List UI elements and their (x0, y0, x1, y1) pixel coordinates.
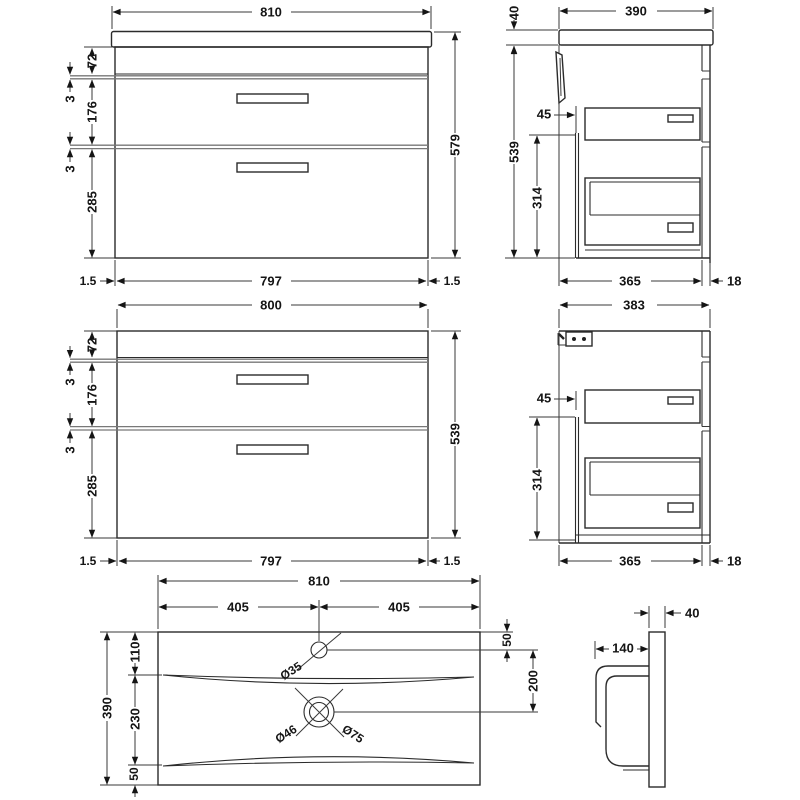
view-side-with-basin: 40 390 539 45 314 365 18 (505, 4, 741, 289)
carcass-front-edge (574, 133, 580, 258)
dimension-lines (100, 575, 537, 797)
basin-edge-slab (648, 631, 666, 788)
view-basin-side: 40 140 (594, 606, 699, 788)
bowl-inner-profile (605, 675, 649, 767)
tap-hole-leader (296, 632, 342, 671)
dim-gap-label: 3 (63, 378, 78, 385)
drawer-inner-detail (589, 461, 700, 496)
back-panel-notches (702, 70, 710, 148)
waste-inner-callout: Ø46 (273, 722, 300, 746)
cabinet-outline (116, 330, 429, 539)
dim-top-rail-label: 72 (85, 338, 100, 352)
dim-width-label: 810 (260, 5, 282, 20)
dimension-lines (529, 301, 723, 566)
drawer-handle (236, 444, 309, 455)
dim-base-depth-label: 365 (619, 274, 641, 289)
wall-bracket (565, 331, 593, 347)
dim-back-zone-label: 50 (127, 767, 141, 781)
drawer-inner-detail (589, 181, 700, 216)
dim-base-depth-label: 365 (619, 554, 641, 569)
drawer-gap-lines (70, 358, 428, 431)
basin-outline (157, 631, 481, 786)
dim-width-label: 810 (308, 574, 330, 589)
dim-inner-width-label: 797 (260, 554, 282, 569)
back-panel-notches (702, 356, 710, 432)
dim-side-gap-label: 1.5 (80, 554, 97, 568)
dim-side-gap-label: 1.5 (444, 274, 461, 288)
view-basin-plan: 810 405 405 110 230 50 390 Ø35 Ø46 Ø75 5… (100, 574, 541, 797)
dimension-lines (594, 606, 681, 659)
dim-top-rail-label: 72 (85, 54, 100, 68)
bracket-screw-hole (582, 337, 586, 341)
dim-back-panel-label: 18 (727, 554, 741, 569)
view-front-with-basin: 810 72 3 176 3 285 579 1.5 797 1.5 (63, 5, 463, 289)
basin-counter-outline (110, 30, 433, 48)
dim-inner-width-label: 797 (260, 274, 282, 289)
dim-tap-offset-label: 50 (500, 633, 514, 647)
drawer-handle (236, 93, 309, 104)
dim-drawer-low-label: 285 (85, 475, 100, 497)
dim-gap-label: 3 (63, 95, 78, 102)
base-rail-lines (576, 527, 710, 536)
drawer-box (584, 457, 701, 529)
basin-back-curve (162, 756, 475, 767)
dimension-lines (66, 6, 461, 286)
counter-side-outline (558, 29, 714, 46)
view-side-unit: 383 45 314 365 18 (529, 298, 741, 569)
dim-counter-thickness-label: 40 (507, 6, 522, 20)
drawer-handle (667, 502, 694, 513)
dim-right-half-label: 405 (388, 600, 410, 615)
dim-width-label: 800 (260, 298, 282, 313)
carcass-front-edge (574, 417, 580, 543)
drawer-box (584, 389, 701, 424)
cabinet-outline (114, 46, 429, 259)
dim-left-half-label: 405 (227, 600, 249, 615)
waste-outer-callout: Ø75 (340, 722, 367, 746)
bracket-screw-hole (572, 337, 576, 341)
waste-hole-cross (294, 687, 345, 738)
drawer-handle (667, 114, 694, 123)
dim-side-gap-label: 1.5 (80, 274, 97, 288)
dimension-lines (505, 7, 723, 286)
dim-front-offset-label: 45 (537, 391, 551, 406)
waste-hole-inner (308, 701, 330, 723)
dimension-lines (66, 301, 461, 566)
dim-side-gap-label: 1.5 (444, 554, 461, 568)
dim-back-panel-label: 18 (727, 274, 741, 289)
hanger-hook-line (557, 333, 566, 346)
drawer-handle (667, 396, 694, 405)
tap-hole-callout: Ø35 (278, 659, 305, 683)
dim-hole-span-label: 200 (526, 670, 541, 692)
drawer-handle (236, 374, 309, 385)
dim-drawer-stack-label: 314 (530, 186, 545, 208)
dim-height-label: 539 (507, 141, 522, 163)
dim-depth-label: 383 (623, 298, 645, 313)
dim-gap-label: 3 (63, 446, 78, 453)
dim-height-label: 539 (448, 423, 463, 445)
dim-drawer-stack-label: 314 (530, 468, 545, 490)
dim-drawer-mid-label: 176 (85, 384, 100, 406)
dim-drawer-low-label: 285 (85, 191, 100, 213)
drawer-handle (236, 162, 309, 173)
dim-drawer-mid-label: 176 (85, 101, 100, 123)
wall-hanger-inner-line (559, 57, 562, 97)
dim-thickness-label: 40 (685, 606, 699, 621)
dim-front-zone-label: 110 (128, 642, 143, 663)
bowl-outer-profile (595, 665, 649, 728)
dim-bowl-zone-label: 230 (128, 708, 143, 730)
hanger-clip-mark (558, 333, 565, 340)
drawer-gap-lines (70, 75, 428, 150)
view-front-unit: 800 72 3 176 3 285 539 1.5 797 1.5 (63, 298, 463, 569)
drawer-box (584, 107, 701, 141)
dim-height-label: 579 (448, 134, 463, 156)
dim-bowl-depth-label: 140 (612, 641, 634, 656)
dim-gap-label: 3 (63, 165, 78, 172)
basin-front-curve (162, 674, 475, 685)
drawer-handle (667, 222, 694, 233)
dim-depth-label: 390 (625, 4, 647, 19)
dim-front-offset-label: 45 (537, 107, 551, 122)
drawer-box (584, 177, 701, 246)
dim-depth-label: 390 (100, 697, 115, 719)
